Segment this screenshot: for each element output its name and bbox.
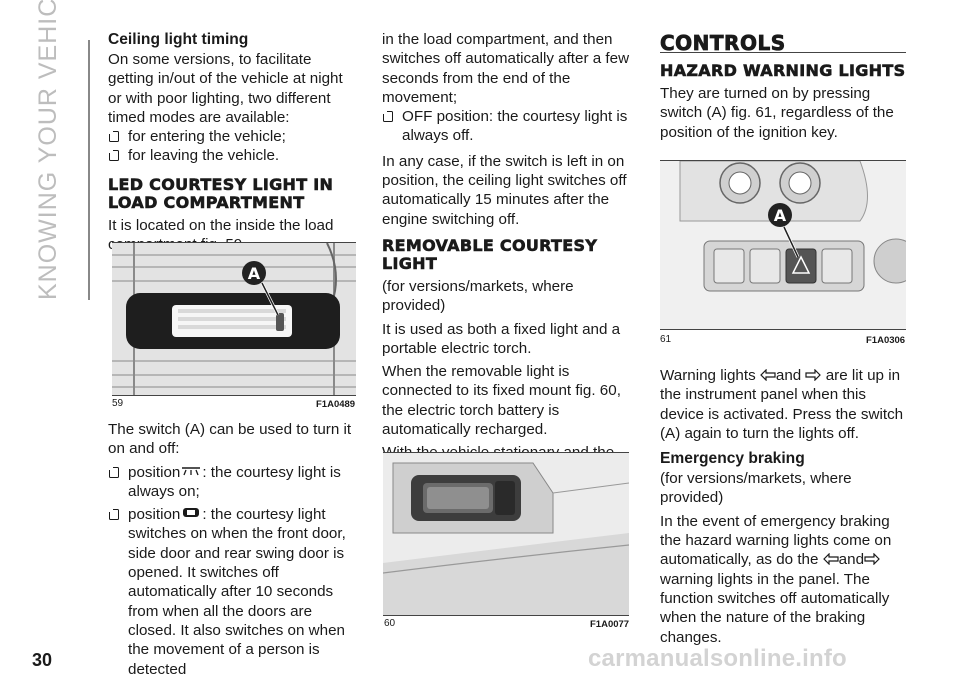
figure-number: 59 (112, 398, 124, 409)
bullet-text: position (128, 463, 181, 481)
column-3: CONTROLS (660, 30, 908, 53)
bullet-text: OFF position: the courtesy light is alwa… (402, 108, 628, 145)
figure-number: 61 (660, 334, 672, 345)
list-item: for leaving the vehicle. (108, 146, 356, 165)
paragraph-switch: The switch (A) can be used to turn it on… (108, 421, 352, 458)
column-2: in the load compartment, and then switch… (382, 30, 632, 540)
paragraph-connected: When the removable light is connected to… (382, 363, 621, 439)
heading-removable-courtesy-light: REMOVABLE COURTESY LIGHT (382, 235, 598, 273)
bullet-text: position (128, 506, 181, 524)
watermark: carmanualsonline.info (588, 645, 847, 672)
light-always-on-icon (182, 466, 201, 475)
figure-callout-label: A (248, 264, 261, 283)
right-turn-indicator-icon (864, 553, 880, 566)
paragraph-warning-lights: Warning lights and are lit up in the ins… (660, 367, 904, 442)
heading-led-courtesy-light: LED COURTESY LIGHT IN LOAD COMPARTMENT (108, 174, 334, 212)
list-item: position: the courtesy light switches on… (108, 505, 358, 679)
left-turn-indicator-icon (760, 369, 776, 381)
dashboard-hazard-switch-illustration: A (660, 161, 906, 329)
heading-hazard-warning-lights: HAZARD WARNING LIGHTS (660, 61, 906, 80)
bullet-icon (108, 464, 119, 478)
column-3-lower: Warning lights and are lit up in the ins… (660, 366, 910, 647)
sidebar-title-text: KNOWING YOUR VEHICLE (34, 0, 62, 300)
paragraph-continued: in the load compartment, and then switch… (382, 31, 630, 106)
paragraph-emergency-versions: (for versions/markets, where provided) (660, 470, 852, 507)
bullet-icon (108, 148, 119, 162)
figure-code: F1A0077 (590, 619, 630, 630)
column-1: Ceiling light timing On some versions, t… (108, 30, 356, 254)
bullet-text: : the courtesy light is always on; (128, 463, 341, 500)
page-number: 30 (32, 650, 53, 670)
paragraph-versions: (for versions/markets, where provided) (382, 277, 574, 315)
controls-rule (660, 52, 906, 54)
bullet-text: : the courtesy light switches on when th… (128, 506, 346, 678)
list-item: for entering the vehicle; (108, 127, 356, 146)
bullet-text: for leaving the vehicle. (128, 147, 280, 165)
figure-code: F1A0306 (866, 335, 906, 346)
courtesy-light-illustration: A (112, 243, 356, 395)
left-turn-indicator-icon (822, 553, 839, 566)
figure-number: 60 (384, 618, 396, 629)
heading-emergency-braking: Emergency braking (660, 450, 805, 468)
list-item: position: the courtesy light is always o… (108, 463, 358, 502)
bullet-text: for entering the vehicle; (128, 128, 286, 146)
paragraph-usage: It is used as both a fixed light and a p… (382, 320, 621, 357)
right-turn-indicator-icon (805, 369, 822, 381)
heading-ceiling-light-timing: Ceiling light timing (108, 31, 249, 48)
sidebar-section-title: KNOWING YOUR VEHICLE (30, 0, 70, 640)
door-courtesy-light-icon (183, 508, 200, 518)
list-item: OFF position: the courtesy light is alwa… (382, 107, 632, 146)
bullet-icon (108, 507, 119, 521)
bullet-icon (108, 129, 119, 143)
paragraph-emergency-braking: In the event of emergency braking the ha… (660, 512, 892, 646)
column-3-body: HAZARD WARNING LIGHTS They are turned on… (660, 61, 908, 142)
sidebar-rule (88, 40, 90, 300)
figure-60 (383, 452, 629, 616)
figure-callout-label: A (774, 206, 787, 225)
figure-59: A (112, 242, 356, 396)
removable-light-illustration (383, 453, 629, 615)
figure-61: A (660, 160, 906, 330)
heading-controls: CONTROLS (660, 31, 786, 55)
column-1-lower: The switch (A) can be used to turn it on… (108, 420, 358, 679)
bullet-icon (382, 109, 393, 123)
paragraph-timing: On some versions, to facilitate getting … (108, 51, 343, 126)
paragraph-any-case: In any case, if the switch is left in on… (382, 152, 627, 228)
figure-code: F1A0489 (316, 399, 356, 410)
paragraph-hazard: They are turned on by pressing switch (A… (660, 85, 894, 141)
